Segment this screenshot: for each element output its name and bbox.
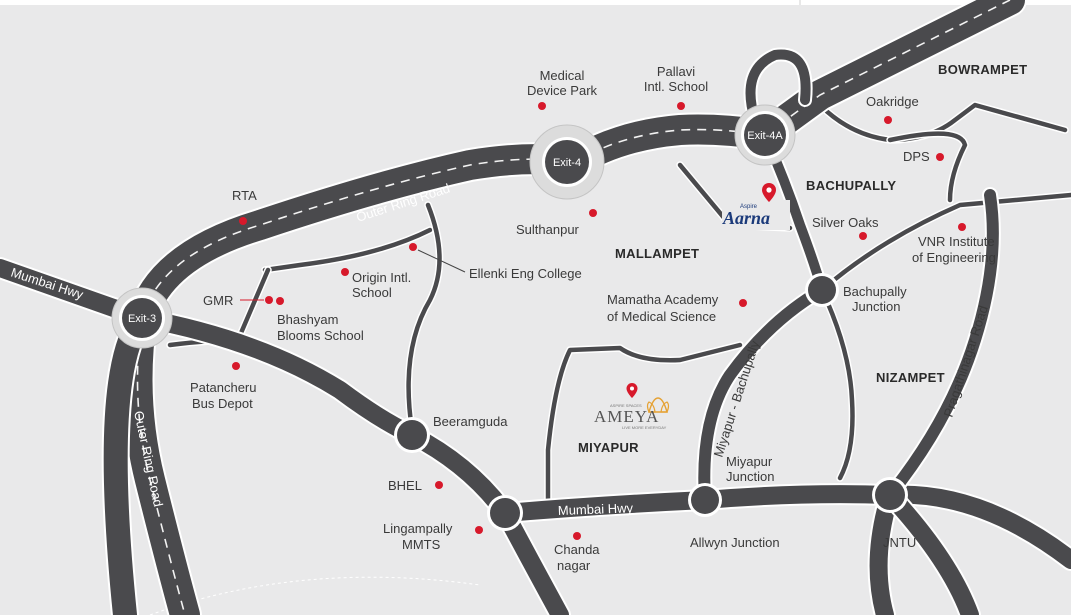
poi-dot bbox=[409, 243, 417, 251]
exit-4-label: Exit-4 bbox=[553, 157, 581, 169]
poi-mamatha: Mamatha Academy of Medical Science bbox=[607, 292, 747, 324]
svg-text:JNTU: JNTU bbox=[883, 535, 916, 550]
svg-text:Allwyn Junction: Allwyn Junction bbox=[690, 535, 780, 550]
poi-bachupally-junction: Bachupally Junction bbox=[843, 284, 907, 314]
poi-dot bbox=[958, 223, 966, 231]
poi-dot bbox=[239, 217, 247, 225]
area-mallampet: MALLAMPET bbox=[615, 246, 699, 261]
poi-dot bbox=[475, 526, 483, 534]
area-bowrampet: BOWRAMPET bbox=[938, 62, 1027, 77]
svg-text:Ellenki Eng College: Ellenki Eng College bbox=[469, 266, 582, 281]
svg-text:of Medical Science: of Medical Science bbox=[607, 309, 716, 324]
aarna-brand: Aspire bbox=[740, 204, 758, 210]
poi-dps: DPS bbox=[903, 149, 944, 164]
poi-rta: RTA bbox=[232, 188, 257, 225]
area-miyapur: MIYAPUR bbox=[578, 440, 639, 455]
svg-text:Chanda: Chanda bbox=[554, 542, 600, 557]
svg-text:Lingampally: Lingampally bbox=[383, 521, 453, 536]
exit-3-label: Exit-3 bbox=[128, 313, 156, 325]
poi-jntu: JNTU bbox=[883, 535, 916, 550]
poi-allwyn-junction: Allwyn Junction bbox=[690, 535, 780, 550]
poi-bhashyam: Bhashyam Blooms School bbox=[276, 297, 364, 343]
road-label-mumbai-hwy-bottom: Mumbai Hwy bbox=[558, 500, 634, 518]
poi-dot bbox=[265, 296, 273, 304]
svg-text:Pallavi: Pallavi bbox=[657, 64, 695, 79]
project-ameya[interactable]: ASPIRE SPACES AMEYA LIVE MORE EVERYDAY bbox=[594, 383, 670, 430]
exit-3-marker: Exit-3 bbox=[111, 287, 173, 349]
poi-gmr: GMR bbox=[203, 293, 273, 308]
poi-lingampally: Lingampally MMTS bbox=[383, 521, 483, 552]
poi-medical-device-park: Medical Device Park bbox=[527, 68, 598, 110]
svg-text:Intl. School: Intl. School bbox=[644, 79, 708, 94]
area-bachupally: BACHUPALLY bbox=[806, 178, 896, 193]
svg-text:Bachupally: Bachupally bbox=[843, 284, 907, 299]
area-nizampet: NIZAMPET bbox=[876, 370, 945, 385]
lotus-icon bbox=[646, 397, 670, 413]
exit-4-marker: Exit-4 bbox=[529, 124, 605, 200]
poi-dot bbox=[884, 116, 892, 124]
poi-dot bbox=[341, 268, 349, 276]
project-aarna[interactable]: Aspire Aarna bbox=[722, 183, 790, 230]
poi-beeramguda: Beeramguda bbox=[433, 414, 508, 429]
svg-text:Bhashyam: Bhashyam bbox=[277, 312, 338, 327]
poi-ellenki: Ellenki Eng College bbox=[409, 243, 582, 281]
svg-text:BHEL: BHEL bbox=[388, 478, 422, 493]
poi-silver-oaks: Silver Oaks bbox=[812, 215, 879, 240]
poi-sulthanpur: Sulthanpur bbox=[516, 209, 597, 237]
svg-text:Beeramguda: Beeramguda bbox=[433, 414, 508, 429]
jntu-junction-marker bbox=[875, 480, 905, 510]
beeramguda-junction-marker bbox=[397, 420, 427, 450]
svg-text:Mamatha Academy: Mamatha Academy bbox=[607, 292, 719, 307]
bachupally-junction-marker bbox=[808, 276, 836, 304]
svg-text:Junction: Junction bbox=[726, 469, 774, 484]
poi-dot bbox=[739, 299, 747, 307]
poi-miyapur-junction: Miyapur Junction bbox=[726, 454, 774, 484]
ameya-tagline: LIVE MORE EVERYDAY bbox=[622, 425, 667, 430]
svg-text:Origin Intl.: Origin Intl. bbox=[352, 270, 411, 285]
exit-4a-label: Exit-4A bbox=[747, 130, 783, 142]
poi-dot bbox=[232, 362, 240, 370]
poi-chandanagar: Chanda nagar bbox=[554, 532, 600, 573]
svg-text:Miyapur: Miyapur bbox=[726, 454, 773, 469]
poi-dot bbox=[589, 209, 597, 217]
poi-origin-school: Origin Intl. School bbox=[341, 268, 411, 300]
svg-text:Silver Oaks: Silver Oaks bbox=[812, 215, 879, 230]
svg-text:Bus Depot: Bus Depot bbox=[192, 396, 253, 411]
svg-text:Device Park: Device Park bbox=[527, 83, 598, 98]
ameya-logo-text: AMEYA bbox=[594, 407, 659, 426]
junctions bbox=[394, 273, 908, 531]
svg-text:School: School bbox=[352, 285, 392, 300]
svg-text:of Engineering: of Engineering bbox=[912, 250, 996, 265]
ameya-brand: ASPIRE SPACES bbox=[610, 403, 642, 408]
poi-dot bbox=[276, 297, 284, 305]
lingampally-junction-marker bbox=[490, 498, 520, 528]
svg-text:Junction: Junction bbox=[852, 299, 900, 314]
svg-text:Oakridge: Oakridge bbox=[866, 94, 919, 109]
poi-dot bbox=[859, 232, 867, 240]
svg-text:nagar: nagar bbox=[557, 558, 591, 573]
svg-text:Sulthanpur: Sulthanpur bbox=[516, 222, 580, 237]
svg-text:DPS: DPS bbox=[903, 149, 930, 164]
poi-pallavi-school: Pallavi Intl. School bbox=[644, 64, 708, 110]
aarna-logo-text: Aarna bbox=[722, 208, 770, 228]
svg-text:Blooms School: Blooms School bbox=[277, 328, 364, 343]
poi-dot bbox=[677, 102, 685, 110]
poi-dot bbox=[573, 532, 581, 540]
svg-text:Patancheru: Patancheru bbox=[190, 380, 257, 395]
poi-dot bbox=[936, 153, 944, 161]
poi-oakridge: Oakridge bbox=[866, 94, 919, 124]
poi-bhel: BHEL bbox=[388, 478, 443, 493]
svg-text:VNR Institute: VNR Institute bbox=[918, 234, 995, 249]
svg-text:MMTS: MMTS bbox=[402, 537, 441, 552]
poi-vnr: VNR Institute of Engineering bbox=[912, 223, 996, 265]
svg-text:RTA: RTA bbox=[232, 188, 257, 203]
allwyn-junction-marker bbox=[691, 486, 719, 514]
poi-dot bbox=[435, 481, 443, 489]
poi-dot bbox=[538, 102, 546, 110]
svg-text:Medical: Medical bbox=[540, 68, 585, 83]
poi-patancheru: Patancheru Bus Depot bbox=[190, 362, 257, 411]
exit-4a-marker: Exit-4A bbox=[734, 104, 796, 166]
svg-text:GMR: GMR bbox=[203, 293, 233, 308]
